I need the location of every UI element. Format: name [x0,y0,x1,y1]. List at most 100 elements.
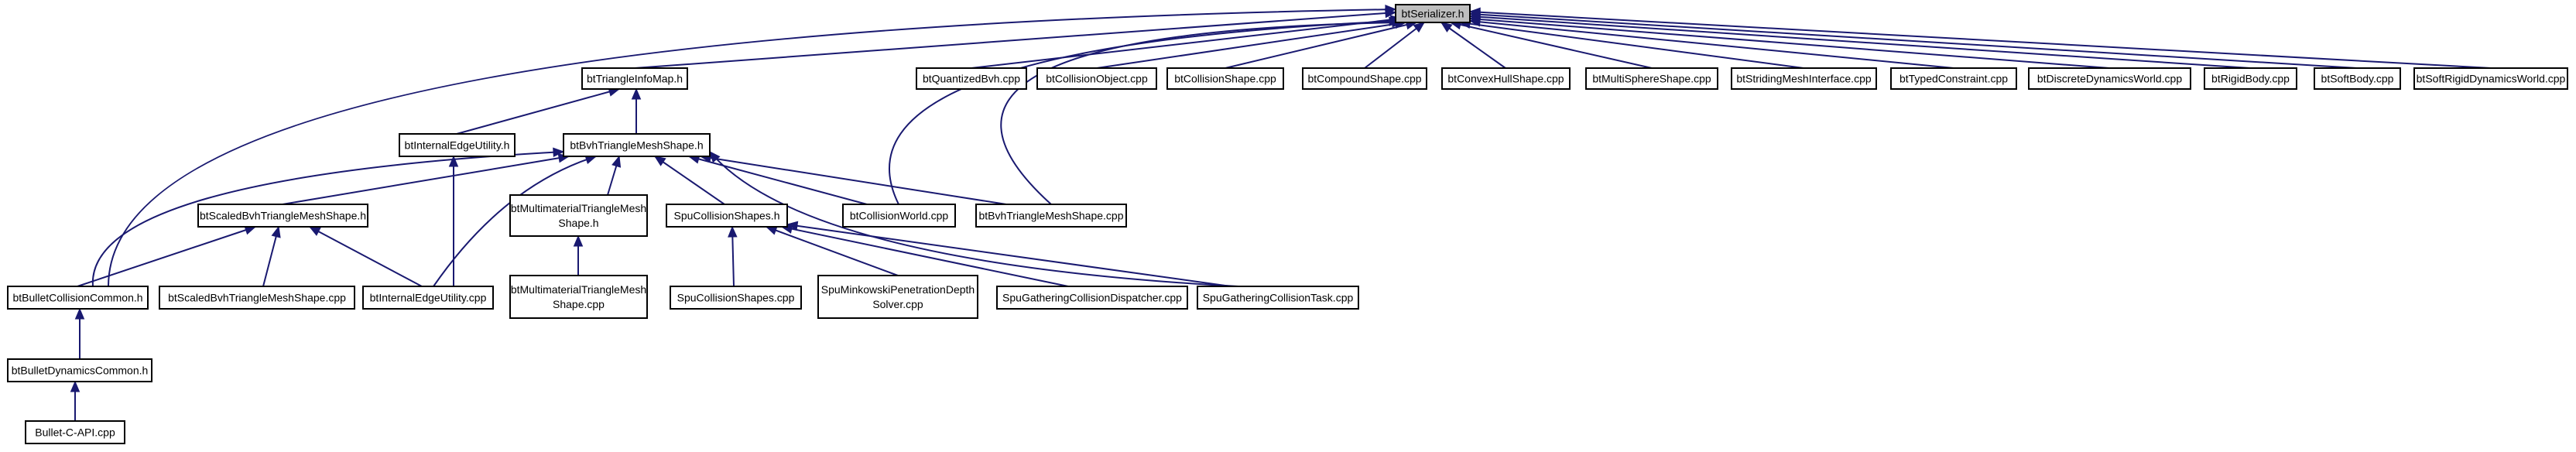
node-btMultiSphereShape_cpp[interactable]: btMultiSphereShape.cpp [1585,67,1718,90]
node-box [7,286,149,310]
edge-btMultimaterialTriangleMeshShape_cpp-to-btMultimaterialTriangleMeshShape_h [573,235,584,276]
node-btTriangleInfoMap_h[interactable]: btTriangleInfoMap.h [581,67,688,90]
node-btScaledBvhTriangleMeshShape_cpp[interactable]: btScaledBvhTriangleMeshShape.cpp [159,286,355,310]
arrowhead-icon [308,226,321,236]
node-label: btCompoundShape.cpp [1307,73,1421,85]
node-box [1890,67,2017,90]
node-SpuCollisionShapes_h[interactable]: SpuCollisionShapes.h [666,204,788,228]
node-btBvhTriangleMeshShape_h[interactable]: btBvhTriangleMeshShape.h [563,133,711,157]
edge-SpuGatheringCollisionTask_cpp-to-btBvhTriangleMeshShape_h [709,151,1239,287]
node-box [509,275,648,319]
node-label: btConvexHullShape.cpp [1447,73,1564,85]
node-btDiscreteDynamicsWorld_cpp[interactable]: btDiscreteDynamicsWorld.cpp [2028,67,2191,90]
node-btInternalEdgeUtility_cpp[interactable]: btInternalEdgeUtility.cpp [362,286,494,310]
node-btCollisionObject_cpp[interactable]: btCollisionObject.cpp [1036,67,1157,90]
node-btCompoundShape_cpp[interactable]: btCompoundShape.cpp [1302,67,1427,90]
node-box [842,204,956,228]
arrowhead-icon [709,151,721,163]
node-box [2314,67,2401,90]
arrowhead-icon [786,221,799,231]
edge-btBulletCollisionCommon_h-to-btScaledBvhTriangleMeshShape_h [77,225,257,287]
arrowhead-icon [448,155,459,167]
node-btTypedConstraint_cpp[interactable]: btTypedConstraint.cpp [1890,67,2017,90]
node-label: btMultimaterialTriangleMesh [511,283,646,296]
node-label: btRigidBody.cpp [2211,73,2290,85]
node-box [399,133,516,157]
node-label: btInternalEdgeUtility.cpp [370,292,487,304]
node-btConvexHullShape_cpp[interactable]: btConvexHullShape.cpp [1441,67,1571,90]
edge-btInternalEdgeUtility_cpp-to-btScaledBvhTriangleMeshShape_h [308,226,423,287]
node-btRigidBody_cpp[interactable]: btRigidBody.cpp [2204,67,2297,90]
node-Bullet_C_API_cpp[interactable]: Bullet-C-API.cpp [25,420,125,444]
node-btSerializer_h[interactable]: btSerializer.h [1395,4,1471,23]
node-label: btMultimaterialTriangleMesh [511,202,646,214]
edge-btScaledBvhTriangleMeshShape_cpp-to-btScaledBvhTriangleMeshShape_h [262,225,281,287]
node-box [563,133,711,157]
node-label: btCollisionObject.cpp [1046,73,1148,85]
node-label: btSoftBody.cpp [2321,73,2394,85]
edge-btBvhTriangleMeshShape_cpp-to-btBvhTriangleMeshShape_h [699,152,1007,205]
node-label: btCollisionWorld.cpp [850,210,949,222]
node-box [362,286,494,310]
node-btStridingMeshInterface_cpp[interactable]: btStridingMeshInterface.cpp [1731,67,1877,90]
node-label: btQuantizedBvh.cpp [923,73,1020,85]
node-label: Solver.cpp [872,298,923,310]
node-label: Shape.h [558,217,598,229]
node-SpuGatheringCollisionDispatcher_cpp[interactable]: SpuGatheringCollisionDispatcher.cpp [996,286,1188,310]
node-btCollisionShape_cpp[interactable]: btCollisionShape.cpp [1166,67,1284,90]
edge-btCompoundShape_cpp-to-btSerializer_h [1364,22,1426,69]
node-label: btStridingMeshInterface.cpp [1736,73,1872,85]
edge-btBulletDynamicsCommon_h-to-btBulletCollisionCommon_h [74,307,85,359]
node-label: btBvhTriangleMeshShape.h [570,139,703,152]
node-box [1731,67,1877,90]
node-btBvhTriangleMeshShape_cpp[interactable]: btBvhTriangleMeshShape.cpp [975,204,1127,228]
node-btScaledBvhTriangleMeshShape_h[interactable]: btScaledBvhTriangleMeshShape.h [197,204,368,228]
node-box [975,204,1127,228]
node-box [2028,67,2191,90]
edge-SpuGatheringCollisionTask_cpp-to-SpuCollisionShapes_h [786,221,1231,287]
node-btCollisionWorld_cpp[interactable]: btCollisionWorld.cpp [842,204,956,228]
arrowhead-icon [70,380,80,392]
edge-btInternalEdgeUtility_h-to-btTriangleInfoMap_h [456,87,621,135]
node-label: btCollisionShape.cpp [1174,73,1276,85]
node-SpuGatheringCollisionTask_cpp[interactable]: SpuGatheringCollisionTask.cpp [1197,286,1359,310]
edge-btConvexHullShape_cpp-to-btSerializer_h [1440,22,1506,69]
node-box [509,194,648,237]
node-label: btBvhTriangleMeshShape.cpp [978,210,1123,222]
node-box [7,358,152,382]
nodes: btSerializer.h btTriangleInfoMap.h btQuant… [7,4,2568,444]
node-label: btInternalEdgeUtility.h [405,139,510,152]
edge-btSoftRigidDynamicsWorld_cpp-to-btSerializer_h [1468,7,2492,69]
arrowhead-icon [653,156,666,166]
node-btSoftBody_cpp[interactable]: btSoftBody.cpp [2314,67,2401,90]
edges [70,4,2492,421]
node-label: btTypedConstraint.cpp [1899,73,2008,85]
node-btBulletCollisionCommon_h[interactable]: btBulletCollisionCommon.h [7,286,149,310]
edge-btBulletCollisionCommon_h-to-btSerializer_h [108,4,1397,287]
node-box [670,286,802,310]
edge-btTriangleInfoMap_h-to-btSerializer_h [634,8,1397,69]
node-SpuCollisionShapes_cpp[interactable]: SpuCollisionShapes.cpp [670,286,802,310]
node-box [1302,67,1427,90]
node-label: SpuGatheringCollisionDispatcher.cpp [1002,292,1182,304]
node-btBulletDynamicsCommon_h[interactable]: btBulletDynamicsCommon.h [7,358,152,382]
arrowhead-icon [74,307,85,320]
node-label: btMultiSphereShape.cpp [1592,73,1711,85]
edge-SpuCollisionShapes_cpp-to-SpuCollisionShapes_h [728,225,738,287]
node-btSoftRigidDynamicsWorld_cpp[interactable]: btSoftRigidDynamicsWorld.cpp [2413,67,2568,90]
node-label: btSerializer.h [1402,8,1464,20]
arrowhead-icon [631,87,642,100]
node-label: btScaledBvhTriangleMeshShape.h [200,210,366,222]
arrowhead-icon [1385,4,1397,15]
node-box [666,204,788,228]
edge-SpuCollisionShapes_h-to-btBvhTriangleMeshShape_h [653,156,725,205]
edge-btCollisionWorld_cpp-to-btBvhTriangleMeshShape_h [687,154,868,205]
node-btQuantizedBvh_cpp[interactable]: btQuantizedBvh.cpp [916,67,1027,90]
node-box [817,275,978,319]
node-btInternalEdgeUtility_h[interactable]: btInternalEdgeUtility.h [399,133,516,157]
edge-btBulletCollisionCommon_h-to-btBvhTriangleMeshShape_h [91,147,565,287]
